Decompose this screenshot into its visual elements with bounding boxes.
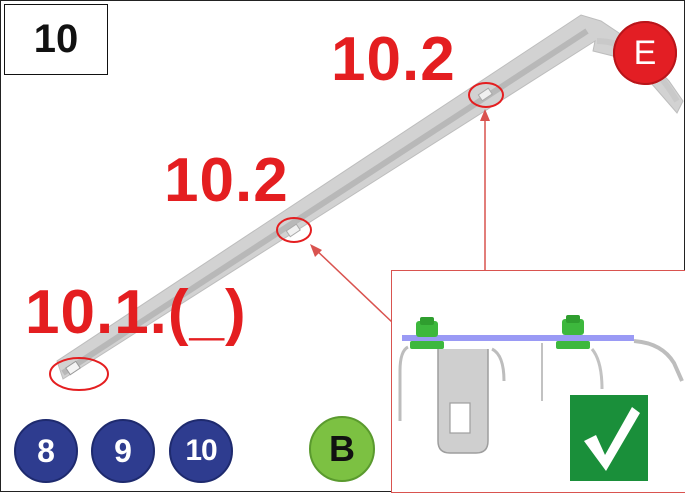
bracket-right-inner bbox=[590, 348, 604, 390]
detail-drawing bbox=[398, 315, 684, 454]
rail-hole-top bbox=[477, 87, 493, 102]
bracket-left bbox=[398, 345, 409, 421]
fastener-body bbox=[437, 349, 489, 454]
callout-label-middle: 10.2 bbox=[164, 146, 289, 215]
clip-right bbox=[556, 315, 590, 349]
sequence-badge: 10 bbox=[169, 419, 233, 483]
corner-badge: E bbox=[613, 21, 677, 85]
rail-end-slot bbox=[65, 360, 81, 376]
checkmark-icon bbox=[570, 395, 648, 481]
detail-inset bbox=[391, 270, 685, 493]
arrowhead-top bbox=[480, 109, 490, 121]
sequence-badge: 9 bbox=[91, 419, 155, 483]
clip-left bbox=[410, 317, 444, 349]
rail-edge bbox=[402, 335, 634, 341]
leader-line-middle bbox=[312, 246, 394, 324]
step-number: 10 bbox=[4, 4, 108, 75]
sequence-badge: 8 bbox=[14, 419, 78, 483]
callout-label-top: 10.2 bbox=[331, 25, 456, 94]
check-glyph bbox=[584, 407, 640, 471]
fastener-slot bbox=[449, 402, 471, 434]
callout-label-bottom: 10.1.(_) bbox=[25, 278, 247, 347]
rail-hole-middle bbox=[285, 223, 301, 238]
highlight-top bbox=[468, 82, 504, 108]
arrowhead-middle bbox=[310, 244, 322, 257]
bracket-mid bbox=[491, 347, 506, 382]
highlight-middle bbox=[276, 217, 312, 243]
variant-badge: B bbox=[309, 416, 375, 482]
bracket-right-outer bbox=[633, 339, 684, 382]
highlight-bottom bbox=[49, 357, 109, 391]
